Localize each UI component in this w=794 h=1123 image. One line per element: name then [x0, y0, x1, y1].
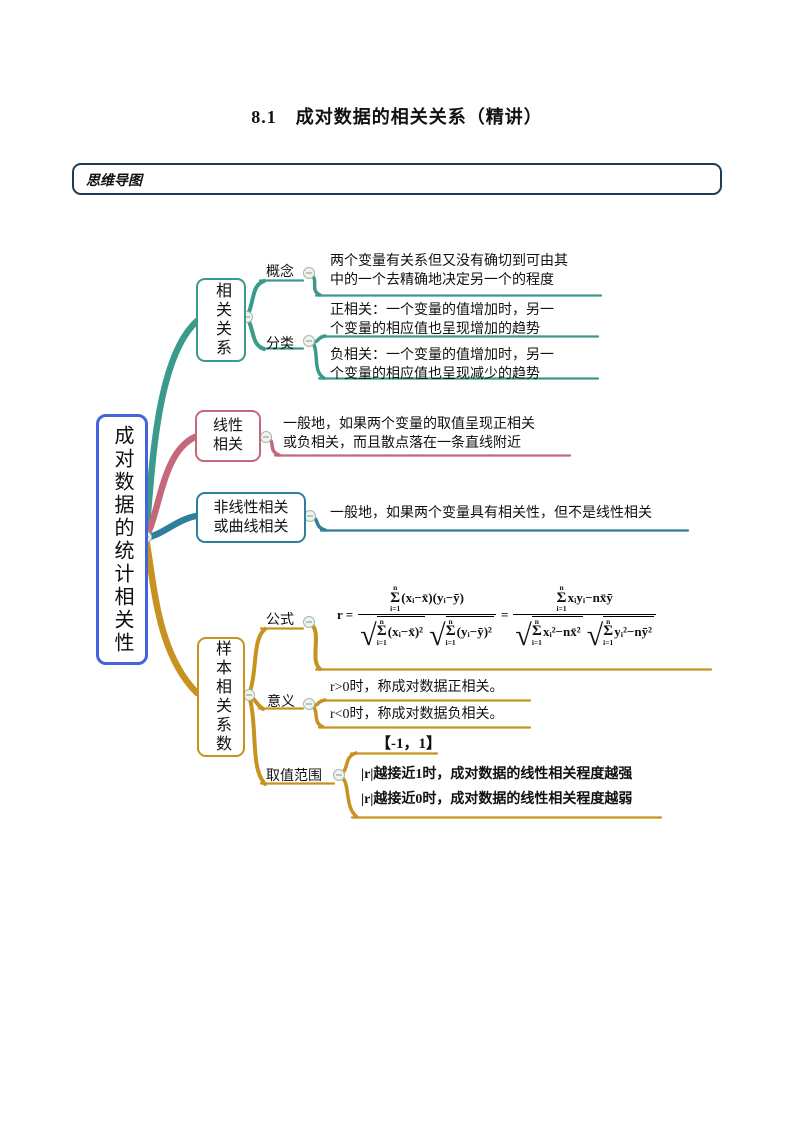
label-value-range: 取值范围 — [266, 769, 322, 784]
node-linear-correlation-label: 线性 相关 — [212, 418, 243, 453]
sqrt-term: √ n Σ i=1 yᵢ²−nȳ² — [586, 615, 655, 653]
formula-equals: = — [500, 607, 509, 622]
swoosh-formula — [308, 621, 322, 671]
formula-fraction-2: n Σ i=1 xᵢyᵢ−nx̄ȳ √ n Σ i=1 xᵢ²−nx̄² — [513, 583, 657, 653]
text-negative-correlation: 负相关：一个变量的值增加时，另一 个变量的相应值也呈现减少的趋势 — [330, 348, 554, 382]
label-concept: 概念 — [266, 265, 294, 280]
formula-lhs: r = — [337, 607, 354, 622]
swoosh-neg — [308, 339, 326, 380]
node-nonlinear-correlation: 非线性相关 或曲线相关 — [196, 492, 306, 543]
text-r-positive: r>0时，称成对数据正相关。 — [330, 680, 504, 695]
node-nonlinear-correlation-label: 非线性相关 或曲线相关 — [213, 499, 289, 535]
text-nonlinear-correlation: 一般地，如果两个变量具有相关性，但不是线性相关 — [330, 506, 652, 521]
node-sample-correlation-coefficient-label: 样本相关系数 — [213, 640, 230, 754]
sigma-icon: n Σ i=1 — [531, 616, 542, 647]
node-correlation-relation-label: 相关关系 — [213, 282, 230, 358]
branch-guanxi — [142, 317, 201, 541]
sqrt-term: √ n Σ i=1 (yᵢ−ȳ)² — [429, 615, 494, 653]
text-linear-correlation: 一般地，如果两个变量的取值呈现正相关 或负相关，而且散点落在一条直线附近 — [283, 417, 535, 451]
text-r-negative: r<0时，称成对数据负相关。 — [330, 707, 504, 722]
node-linear-correlation: 线性 相关 — [195, 410, 261, 462]
section-label: 思维导图 — [86, 174, 142, 189]
sqrt-term: √ n Σ i=1 (xᵢ−x̄)² — [360, 615, 426, 653]
radical-icon: √ — [429, 619, 446, 653]
page-title: 8.1 成对数据的相关关系（精讲） — [251, 107, 543, 127]
label-meaning: 意义 — [267, 695, 295, 710]
brace-range-bottom — [337, 773, 359, 819]
radical-icon: √ — [360, 619, 377, 653]
text-range-strong: |r|越接近1时，成对数据的线性相关程度越强 — [361, 767, 633, 782]
radical-icon: √ — [515, 619, 532, 653]
sigma-icon: n Σ i=1 — [603, 616, 614, 647]
branch-gongshi — [247, 627, 267, 697]
section-box — [72, 163, 722, 195]
sigma-icon: n Σ i=1 — [556, 583, 567, 613]
branch-quzhi — [247, 693, 267, 786]
formula-fraction-1: n Σ i=1 (xᵢ−x̄)(yᵢ−ȳ) √ n Σ i=1 (xᵢ−x̄) — [358, 583, 496, 653]
branch-linear — [142, 433, 199, 541]
correlation-coefficient-formula: r = n Σ i=1 (xᵢ−x̄)(yᵢ−ȳ) √ n Σ — [337, 583, 657, 653]
label-classification: 分类 — [266, 337, 294, 352]
radical-icon: √ — [586, 619, 604, 653]
text-positive-correlation: 正相关：一个变量的值增加时，另一 个变量的相应值也呈现增加的趋势 — [330, 303, 554, 337]
node-sample-correlation-coefficient: 样本相关系数 — [197, 637, 245, 757]
sigma-icon: n Σ i=1 — [390, 583, 401, 613]
sqrt-term: √ n Σ i=1 xᵢ²−nx̄² — [515, 615, 583, 653]
sigma-icon: n Σ i=1 — [376, 616, 387, 647]
text-concept: 两个变量有关系但又没有确切到可由其 中的一个去精确地决定另一个的程度 — [330, 254, 568, 288]
node-correlation-relation: 相关关系 — [196, 278, 246, 362]
text-range-interval: 【-1，1】 — [376, 736, 441, 752]
label-formula: 公式 — [266, 613, 294, 628]
branch-sample — [142, 535, 201, 697]
sigma-icon: n Σ i=1 — [445, 616, 456, 647]
root-node-label: 成对数据的统计相关性 — [111, 424, 133, 655]
text-range-weak: |r|越接近0时，成对数据的线性相关程度越弱 — [361, 792, 633, 807]
root-node: 成对数据的统计相关性 — [96, 414, 148, 665]
